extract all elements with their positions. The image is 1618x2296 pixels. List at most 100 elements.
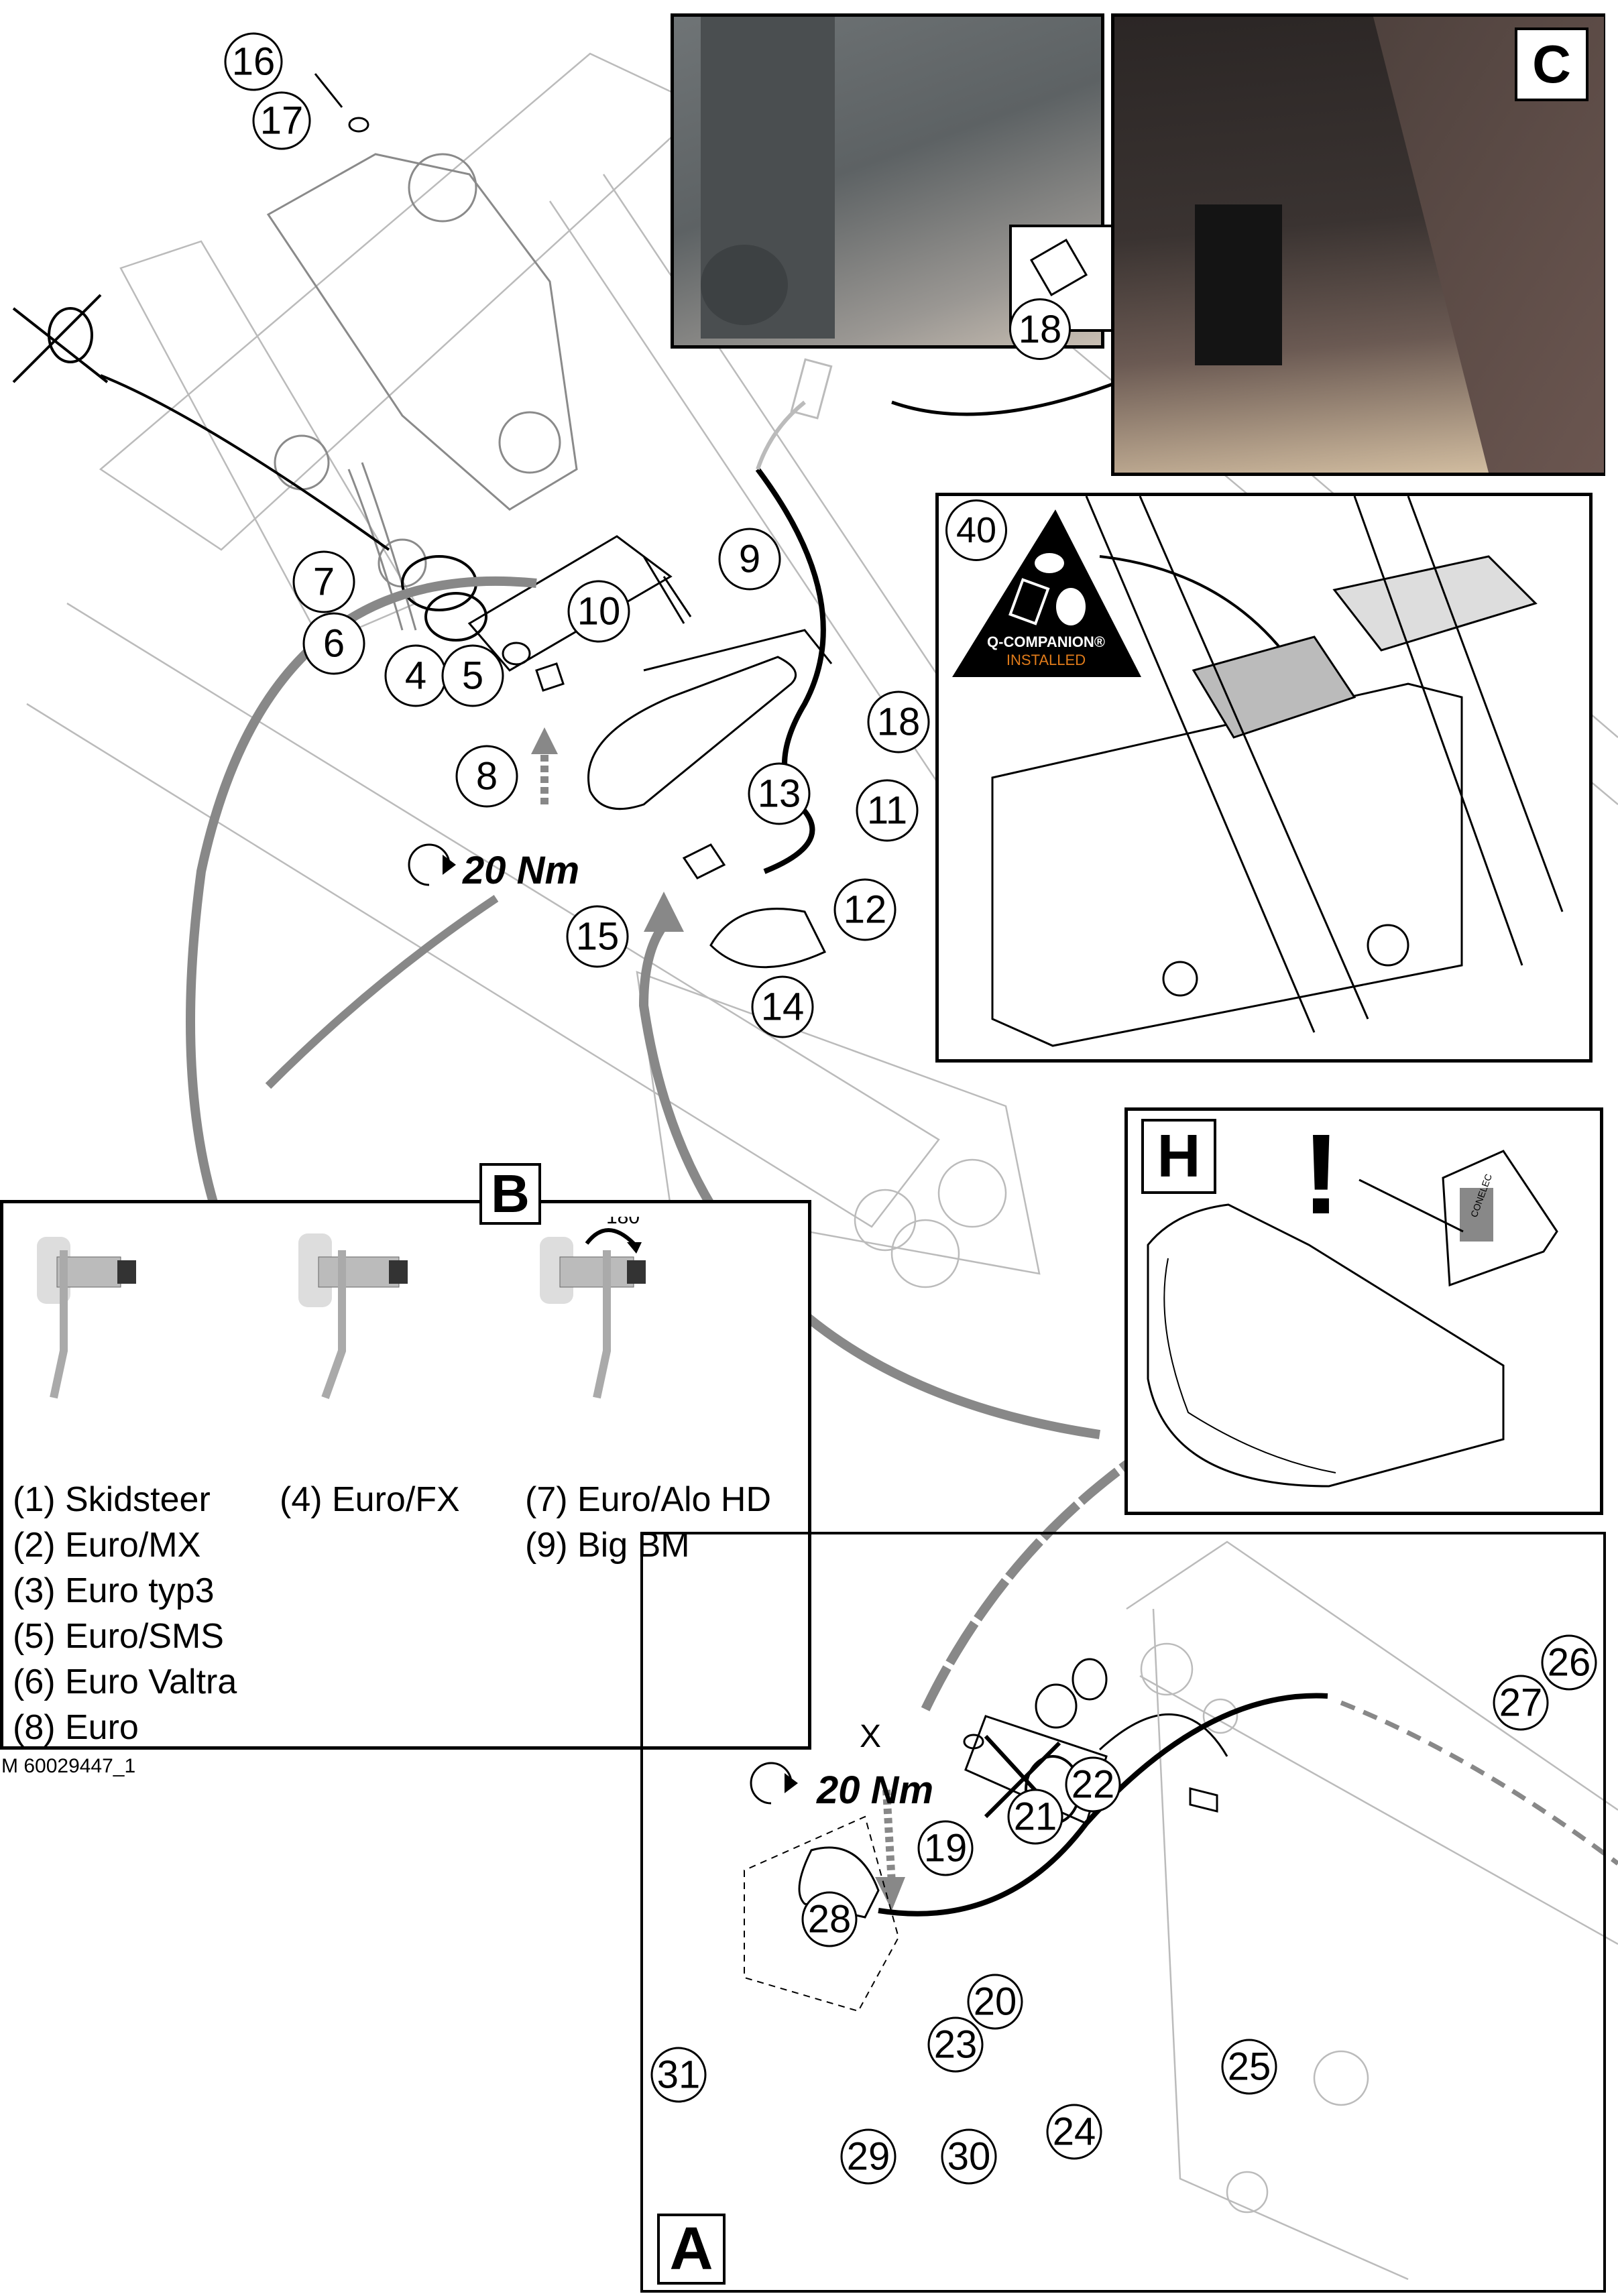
clip-icon: [1029, 238, 1088, 297]
torque-value-label: 20 Nm: [816, 1768, 933, 1812]
panel-h: H ! CONELEC: [1124, 1107, 1603, 1515]
callout-9: 9: [718, 528, 781, 591]
legend-item: (3) Euro typ3: [13, 1571, 215, 1610]
callout-17: 17: [252, 91, 311, 150]
svg-text:11: 11: [867, 789, 907, 833]
svg-text:31: 31: [657, 2053, 701, 2097]
legend-item: (7) Euro/Alo HD: [525, 1480, 771, 1519]
torque-marker-top: 20 Nm: [408, 843, 579, 892]
callout-30: 30: [941, 2128, 997, 2185]
callout-31: 31: [650, 2047, 707, 2103]
callout-40: 40: [945, 499, 1007, 561]
curved-arrow-icon: [100, 374, 390, 551]
svg-text:29: 29: [847, 2135, 890, 2179]
callout-13: 13: [748, 762, 811, 825]
sensor-unit: [1442, 1150, 1558, 1287]
svg-text:16: 16: [232, 40, 276, 84]
q-companion-drawing: Q-COMPANION® INSTALLED: [952, 495, 1564, 1047]
svg-text:7: 7: [313, 560, 335, 604]
callout-26: 26: [1541, 1634, 1597, 1691]
svg-text:17: 17: [260, 99, 304, 143]
rotation-label: 180°: [606, 1217, 648, 1228]
legend-item: (2) Euro/MX: [13, 1526, 201, 1565]
callout-14: 14: [751, 975, 814, 1038]
svg-text:19: 19: [924, 1827, 968, 1870]
callout-5: 5: [441, 644, 504, 707]
callout-27: 27: [1493, 1675, 1549, 1731]
sticker-status: INSTALLED: [1006, 652, 1086, 668]
svg-text:18: 18: [877, 701, 921, 744]
detail-marker-x: X: [860, 1719, 881, 1754]
svg-text:28: 28: [808, 1898, 852, 1941]
svg-text:9: 9: [739, 538, 760, 581]
legend-item: (6) Euro Valtra: [13, 1663, 237, 1701]
pin-variant-7: 180°: [540, 1217, 648, 1399]
callout-29: 29: [840, 2128, 897, 2185]
sensor-cover: [1147, 1203, 1505, 1488]
cross-out-icon: [12, 294, 109, 383]
callout-19: 19: [917, 1820, 974, 1876]
document-id: M 60029447_1: [1, 1755, 136, 1777]
warning-arrow: [1359, 1179, 1464, 1233]
legend-item: (1) Skidsteer: [13, 1480, 211, 1519]
legend-column-2: (4) Euro/FX: [280, 1477, 460, 1522]
ce-label: [1460, 1188, 1493, 1242]
photo-panel-cable-routing: 18: [671, 13, 1123, 360]
pin-variant-4: [298, 1233, 408, 1400]
svg-text:23: 23: [934, 2023, 978, 2067]
svg-text:30: 30: [947, 2135, 991, 2179]
rotate-clockwise-icon: [408, 843, 451, 886]
callout-16: 16: [224, 32, 283, 91]
panel-a-label: A: [657, 2214, 726, 2285]
rotate-180-icon: [585, 1228, 636, 1246]
bluetooth-icon: [1035, 553, 1064, 573]
svg-text:4: 4: [405, 654, 426, 698]
sticker-title: Q-COMPANION®: [987, 633, 1105, 650]
rotate-clockwise-icon: [750, 1762, 793, 1805]
svg-text:25: 25: [1228, 2045, 1271, 2089]
callout-28: 28: [801, 1891, 858, 1947]
sticker-placement-arrow: [1099, 555, 1289, 658]
panel-b: 180° B (1) Skidsteer (2) Euro/MX (3) Eur…: [0, 1163, 811, 1750]
callout-18-photo: 18: [1009, 298, 1071, 360]
panel-b-label: B: [479, 1163, 541, 1225]
callout-24: 24: [1046, 2104, 1102, 2160]
cloud-lock-icon: [1056, 588, 1086, 625]
panel-q-companion: Q-COMPANION® INSTALLED 40: [935, 493, 1593, 1063]
warning-icon: !: [1302, 1111, 1340, 1238]
companion-module: [1192, 636, 1356, 739]
svg-text:14: 14: [761, 985, 805, 1029]
svg-text:6: 6: [323, 622, 345, 666]
legend-item: (5) Euro/SMS: [13, 1617, 224, 1656]
callout-4: 4: [384, 644, 447, 707]
callout-20: 20: [967, 1974, 1023, 2030]
upper-exploded-parts: [314, 73, 833, 969]
svg-text:15: 15: [576, 915, 620, 959]
callout-22: 22: [1065, 1756, 1121, 1813]
svg-text:5: 5: [462, 654, 483, 698]
svg-text:27: 27: [1499, 1681, 1543, 1725]
callout-8: 8: [455, 745, 518, 808]
svg-text:24: 24: [1053, 2110, 1096, 2154]
panel-c-label: C: [1515, 27, 1588, 101]
callout-18: 18: [867, 690, 930, 753]
legend-item: (9) Big BM: [525, 1526, 690, 1565]
panel-c-photo: C: [1111, 13, 1605, 476]
panel-a-drawing: X: [744, 1540, 1618, 2281]
callout-23: 23: [927, 2016, 984, 2073]
callouts: 16 17 7 6 4 5 8 10 9 18 13 11 12 15 14 2…: [224, 32, 1597, 2185]
svg-text:26: 26: [1548, 1641, 1591, 1685]
callout-21: 21: [1007, 1789, 1063, 1845]
legend-item: (8) Euro: [13, 1708, 139, 1747]
legend-column-1: (1) Skidsteer (2) Euro/MX (3) Euro typ3 …: [13, 1477, 237, 1750]
pin-variants-drawing: 180°: [37, 1217, 648, 1400]
svg-text:13: 13: [758, 772, 801, 816]
pin-variant-1: [37, 1237, 136, 1399]
svg-text:10: 10: [577, 590, 621, 633]
callout-15: 15: [566, 905, 629, 968]
photo-shape-bracket: [1195, 204, 1282, 365]
svg-text:8: 8: [476, 755, 498, 798]
callout-6: 6: [302, 612, 365, 675]
torque-marker-bottom: 20 Nm: [750, 1762, 933, 1812]
